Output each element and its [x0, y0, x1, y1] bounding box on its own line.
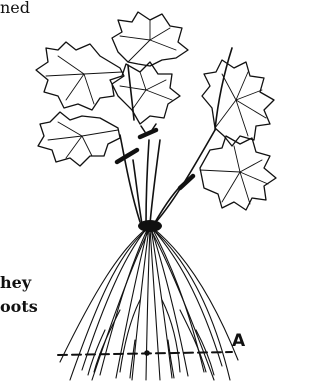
leaf-center: [110, 62, 180, 124]
leaf-right-lower: [200, 136, 276, 210]
text-fragment-bold-1: hey: [0, 275, 31, 291]
leaves: [36, 12, 276, 210]
text-fragment-bold-2: oots: [0, 299, 38, 315]
text-fragment-top: ned: [0, 0, 30, 16]
cut-line-label: A: [232, 333, 245, 350]
stems: [120, 48, 232, 224]
root-mass: [60, 228, 238, 380]
leaf-left-lower: [38, 112, 120, 166]
